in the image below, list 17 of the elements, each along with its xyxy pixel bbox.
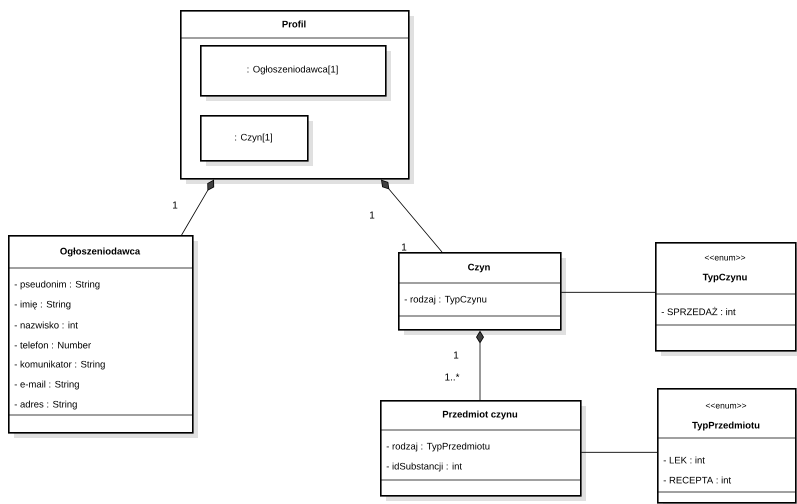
composition-line bbox=[181, 180, 214, 236]
class-box: <<enum>> TypPrzedmiotu - LEK : int - RECEPTA : int bbox=[656, 388, 797, 504]
multiplicity-label: 1 bbox=[454, 352, 458, 358]
association-line bbox=[581, 452, 658, 453]
class-box: Ogłoszeniodawca - pseudonim : String - imię : String - nazwisko : int - telefon : Number - komunikator : String - e-mail : String - adres : String bbox=[8, 235, 198, 438]
part-box: : Ogłoszeniodawca[1] bbox=[200, 45, 391, 101]
multiplicity-label: 1 bbox=[173, 202, 178, 208]
multiplicity-label: 1 bbox=[402, 244, 406, 250]
class-box: Czyn - rodzaj : TypCzynu bbox=[398, 252, 566, 335]
multiplicity-label: 1 bbox=[370, 212, 374, 218]
composition-line bbox=[476, 330, 484, 400]
part-box: : Czyn[1] bbox=[200, 115, 313, 166]
class-box: Przedmiot czynu - rodzaj : TypPrzedmiotu - idSubstancji : int bbox=[380, 400, 586, 501]
multiplicity-label: 1..* bbox=[445, 374, 460, 380]
association-line bbox=[561, 292, 656, 293]
composition-line bbox=[381, 180, 442, 252]
class-box: <<enum>> TypCzynu - SPRZEDAŻ : int bbox=[654, 242, 797, 356]
